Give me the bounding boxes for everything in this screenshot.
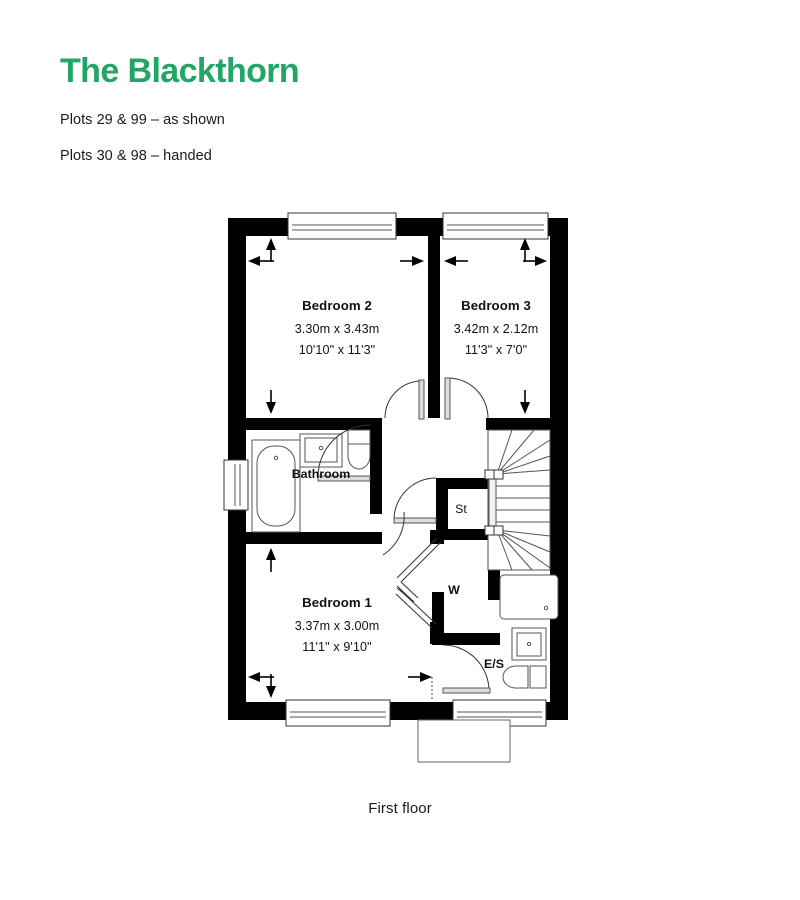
porch-canopy-outline xyxy=(417,719,511,763)
plot-line-handed: Plots 30 & 98 – handed xyxy=(60,148,212,165)
room-labels: Bedroom 2 3.30m x 3.43m 10'10" x 11'3" B… xyxy=(292,298,539,671)
plot-line-as-shown: Plots 29 & 99 – as shown xyxy=(60,111,225,128)
room-dim-imperial-bedroom1: 11'1" x 9'10" xyxy=(302,640,371,654)
window-top-left xyxy=(287,212,397,240)
room-dim-imperial-bedroom2: 10'10" x 11'3" xyxy=(299,343,376,357)
room-label-wardrobe: W xyxy=(448,583,460,597)
interior-walls xyxy=(228,218,568,645)
room-label-ensuite: E/S xyxy=(484,657,504,671)
page-title: The Blackthorn xyxy=(60,52,300,90)
staircase xyxy=(484,429,551,571)
room-label-storage: St xyxy=(455,502,467,516)
bathroom-fixtures xyxy=(251,429,371,533)
floor-caption: First floor xyxy=(368,800,432,817)
plan-header: The Blackthorn Plots 29 & 99 – as shown … xyxy=(60,52,700,184)
window-bottom-left xyxy=(285,699,391,727)
room-label-bedroom2: Bedroom 2 xyxy=(302,298,372,313)
room-label-bedroom3: Bedroom 3 xyxy=(461,298,531,313)
dimension-arrows xyxy=(248,238,547,700)
window-top-right xyxy=(442,212,549,240)
room-label-bedroom1: Bedroom 1 xyxy=(302,595,372,610)
sliding-door-leaves xyxy=(395,537,442,629)
room-dim-metric-bedroom2: 3.30m x 3.43m xyxy=(295,322,380,336)
room-dim-imperial-bedroom3: 11'3" x 7'0" xyxy=(465,343,527,357)
ensuite-fixtures xyxy=(499,574,559,689)
room-dim-metric-bedroom1: 3.37m x 3.00m xyxy=(295,619,380,633)
room-dim-metric-bedroom3: 3.42m x 2.12m xyxy=(454,322,539,336)
door-swings xyxy=(317,377,491,694)
room-label-bathroom: Bathroom xyxy=(292,467,351,481)
window-left-bathroom xyxy=(223,459,249,511)
